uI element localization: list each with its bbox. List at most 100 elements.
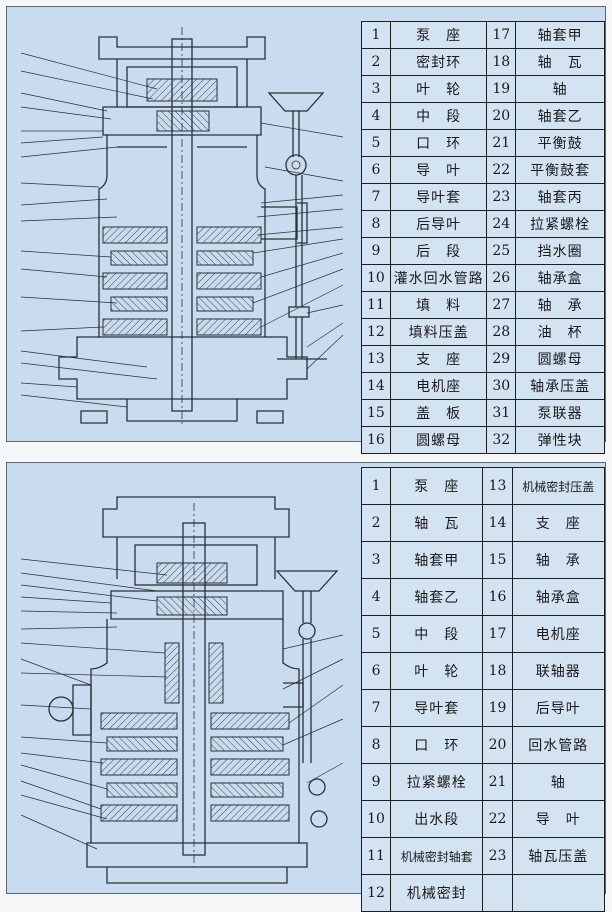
part-number-right: 13 [482, 467, 513, 505]
part-number-right: 24 [486, 210, 517, 238]
part-name-left: 填 料 [389, 291, 488, 319]
part-name-right: 轴套甲 [515, 21, 605, 49]
part-name-right: 平衡鼓套 [515, 156, 605, 184]
part-number-left: 5 [361, 129, 391, 157]
part-number-right: 19 [482, 689, 513, 727]
part-number-left: 12 [360, 874, 392, 912]
part-number-left: 4 [361, 102, 391, 130]
part-name-right: 轴承压盖 [515, 372, 605, 400]
part-number-right: 27 [486, 291, 517, 319]
part-number-left: 11 [360, 837, 392, 875]
part-number-right: 15 [482, 541, 513, 579]
part-number-right: 30 [486, 372, 517, 400]
part-number-right [482, 874, 513, 912]
part-number-left: 1 [361, 21, 391, 49]
part-name-right: 圆螺母 [515, 345, 605, 373]
part-number-left: 1 [360, 467, 392, 505]
part-number-right: 29 [486, 345, 517, 373]
part-name-right: 导 叶 [511, 800, 606, 838]
part-name-right: 弹性块 [515, 426, 605, 454]
part-number-left: 8 [361, 210, 391, 238]
part-number-left: 5 [360, 615, 392, 653]
top-pump-drawing [20, 27, 344, 427]
part-number-right: 16 [482, 578, 513, 616]
part-number-right: 32 [486, 426, 517, 454]
part-number-right: 14 [482, 504, 513, 542]
part-number-right: 26 [486, 264, 517, 292]
part-number-right: 31 [486, 399, 517, 427]
part-name-left: 后导叶 [389, 210, 488, 238]
part-name-right: 轴套丙 [515, 183, 605, 211]
bottom-callout-lines [20, 558, 344, 850]
part-number-right: 18 [486, 48, 517, 76]
part-name-right: 轴套乙 [515, 102, 605, 130]
part-number-left: 9 [361, 237, 391, 265]
part-name-left: 叶 轮 [389, 75, 488, 103]
part-name-left: 导 叶 [389, 156, 488, 184]
part-name-right [511, 874, 606, 912]
part-name-right: 拉紧螺栓 [515, 210, 605, 238]
part-number-left: 4 [360, 578, 392, 616]
part-name-right: 支 座 [511, 504, 606, 542]
part-name-right: 轴 承 [511, 541, 606, 579]
part-name-right: 轴 [515, 75, 605, 103]
part-number-left: 14 [361, 372, 391, 400]
part-name-right: 挡水圈 [515, 237, 605, 265]
part-number-left: 3 [361, 75, 391, 103]
part-number-right: 20 [482, 726, 513, 764]
part-number-right: 21 [486, 129, 517, 157]
part-name-left: 电机座 [389, 372, 488, 400]
part-number-left: 16 [361, 426, 391, 454]
part-number-left: 7 [360, 689, 392, 727]
part-name-left: 拉紧螺栓 [390, 763, 484, 801]
part-number-right: 21 [482, 763, 513, 801]
part-name-left: 轴 瓦 [390, 504, 484, 542]
part-name-left: 中 段 [390, 615, 484, 653]
part-name-right: 电机座 [511, 615, 606, 653]
part-name-left: 泵 座 [390, 467, 484, 505]
part-name-left: 机械密封轴套 [390, 837, 484, 875]
part-name-right: 平衡鼓 [515, 129, 605, 157]
part-name-left: 填料压盖 [389, 318, 488, 346]
part-number-left: 11 [361, 291, 391, 319]
part-name-right: 回水管路 [511, 726, 606, 764]
part-number-left: 6 [361, 156, 391, 184]
part-number-left: 3 [360, 541, 392, 579]
part-name-left: 支 座 [389, 345, 488, 373]
bottom-pump-drawing [20, 496, 344, 884]
part-name-left: 机械密封 [390, 874, 484, 912]
part-name-right: 轴瓦压盖 [511, 837, 606, 875]
part-name-right: 后导叶 [511, 689, 606, 727]
part-name-left: 轴套乙 [390, 578, 484, 616]
part-number-left: 7 [361, 183, 391, 211]
part-name-left: 轴套甲 [390, 541, 484, 579]
part-name-right: 轴承盒 [515, 264, 605, 292]
part-name-left: 出水段 [390, 800, 484, 838]
part-name-left: 圆螺母 [389, 426, 488, 454]
